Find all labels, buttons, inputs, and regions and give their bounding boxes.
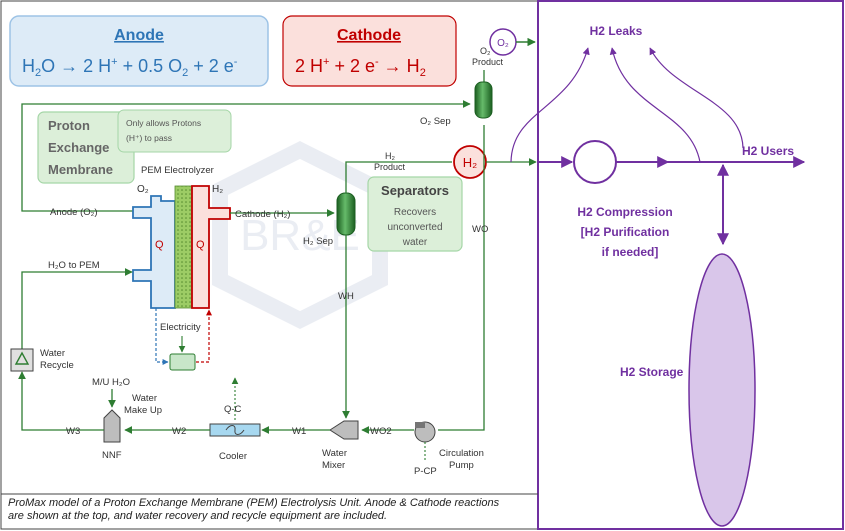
svg-text:Membrane: Membrane [48,162,113,177]
svg-text:Only allows Protons: Only allows Protons [126,118,201,128]
svg-text:P-CP: P-CP [414,466,437,477]
svg-text:(H⁺) to pass: (H⁺) to pass [126,133,172,143]
h2-compression-label: H2 Compression [577,205,672,219]
svg-text:O₂: O₂ [497,38,509,49]
h2-purification-line1: [H2 Purification [581,225,670,239]
pem-electrolyzer: Q Q [132,185,231,309]
svg-text:M/U H₂O: M/U H₂O [92,377,130,388]
o2-product-node: O₂ O₂ Product [472,28,536,67]
water-recycle: Water Recycle [10,348,74,372]
svg-text:WH: WH [338,291,354,302]
o2-separator: O₂ Sep [420,70,493,127]
svg-text:Q-C: Q-C [224,404,242,415]
right-panel-frame [537,0,844,530]
svg-text:Electricity: Electricity [160,322,201,333]
cathode-reaction: 2 H+ + 2 e- → H2 [295,56,426,79]
separators-box: Separators Recovers unconverted water [367,176,463,252]
svg-text:H₂: H₂ [463,155,477,170]
svg-text:WO2: WO2 [370,426,392,437]
h2-storage-vessel [688,253,756,527]
right-panel: H2 Leaks H2 Users H2 Compression [H2 Pur… [510,24,806,527]
electrolyzer-h2-label: H₂ [212,184,223,195]
leak-arrow-1 [510,47,590,163]
svg-text:O₂ Sep: O₂ Sep [420,116,451,127]
h2-purification-line2: if needed] [602,245,659,259]
svg-text:Water: Water [40,348,65,359]
svg-text:unconverted: unconverted [387,222,442,233]
left-panel-frame [0,0,539,530]
water-mixer: Water Mixer [322,420,359,471]
h2-compressor [573,140,617,184]
caption-line-2: are shown at the top, and water recovery… [8,510,388,522]
anode-heat-q: Q [155,239,164,251]
circulation-pump: Circulation Pump P-CP [414,421,484,477]
svg-text:O₂: O₂ [480,46,491,56]
electricity-loop: Electricity [155,308,212,371]
svg-text:Product: Product [472,57,504,67]
svg-text:Separators: Separators [381,183,449,198]
svg-text:Water: Water [322,448,347,459]
h2-leaks-label: H2 Leaks [590,24,643,38]
leak-arrow-2 [609,47,701,163]
cooler: Cooler Q-C [209,377,261,462]
water-make-up: Water Make Up NNF M/U H₂O [92,377,162,461]
w3-line [18,371,104,431]
svg-text:Proton: Proton [48,118,90,133]
cathode-reaction-box: Cathode 2 H+ + 2 e- → H2 [282,15,457,87]
figure-caption: ProMax model of a Proton Exchange Membra… [8,497,536,523]
h2-storage-label: H2 Storage [620,365,684,379]
cathode-heat-q: Q [196,239,205,251]
svg-text:W2: W2 [172,426,186,437]
svg-text:Mixer: Mixer [322,460,345,471]
anode-reaction-box: Anode H2O → 2 H+ + 0.5 O2 + 2 e- [9,15,269,87]
protons-callout: Only allows Protons (H⁺) to pass [117,109,232,153]
svg-text:Exchange: Exchange [48,140,109,155]
svg-text:WO: WO [472,224,488,235]
pem-box: Proton Exchange Membrane [37,111,135,184]
svg-text:Cooler: Cooler [219,451,247,462]
svg-text:Product: Product [374,162,406,172]
pem-electrolyzer-title: PEM Electrolyzer [141,165,214,176]
svg-text:H₂: H₂ [385,151,395,161]
h2o-to-pem-line [21,268,133,350]
electrolyzer-o2-label: O₂ [137,184,149,195]
h2-product-line [345,161,452,193]
anode-o2-label: Anode (O₂) [50,207,98,218]
svg-text:NNF: NNF [102,450,122,461]
leak-arrow-3 [649,47,744,149]
h2o-to-pem-label: H₂O to PEM [48,260,100,271]
svg-text:H₂ Sep: H₂ Sep [303,236,333,247]
svg-text:W1: W1 [292,426,306,437]
svg-text:water: water [402,237,428,248]
caption-line-1: ProMax model of a Proton Exchange Membra… [8,497,500,509]
cathode-h2-label: Cathode (H₂) [235,209,290,220]
svg-text:Recycle: Recycle [40,360,74,371]
svg-text:W3: W3 [66,426,80,437]
anode-o2-line [21,100,471,212]
svg-text:Circulation: Circulation [439,448,484,459]
h2-product-node: H₂ [453,145,487,179]
anode-title: Anode [114,27,164,44]
cathode-title: Cathode [337,27,401,44]
wo-line [438,125,485,431]
h2-users-label: H2 Users [742,144,794,158]
svg-text:Make Up: Make Up [124,405,162,416]
svg-text:Recovers: Recovers [394,207,436,218]
anode-reaction: H2O → 2 H+ + 0.5 O2 + 2 e- [22,56,238,79]
svg-text:Pump: Pump [449,460,474,471]
svg-text:Water: Water [132,393,157,404]
